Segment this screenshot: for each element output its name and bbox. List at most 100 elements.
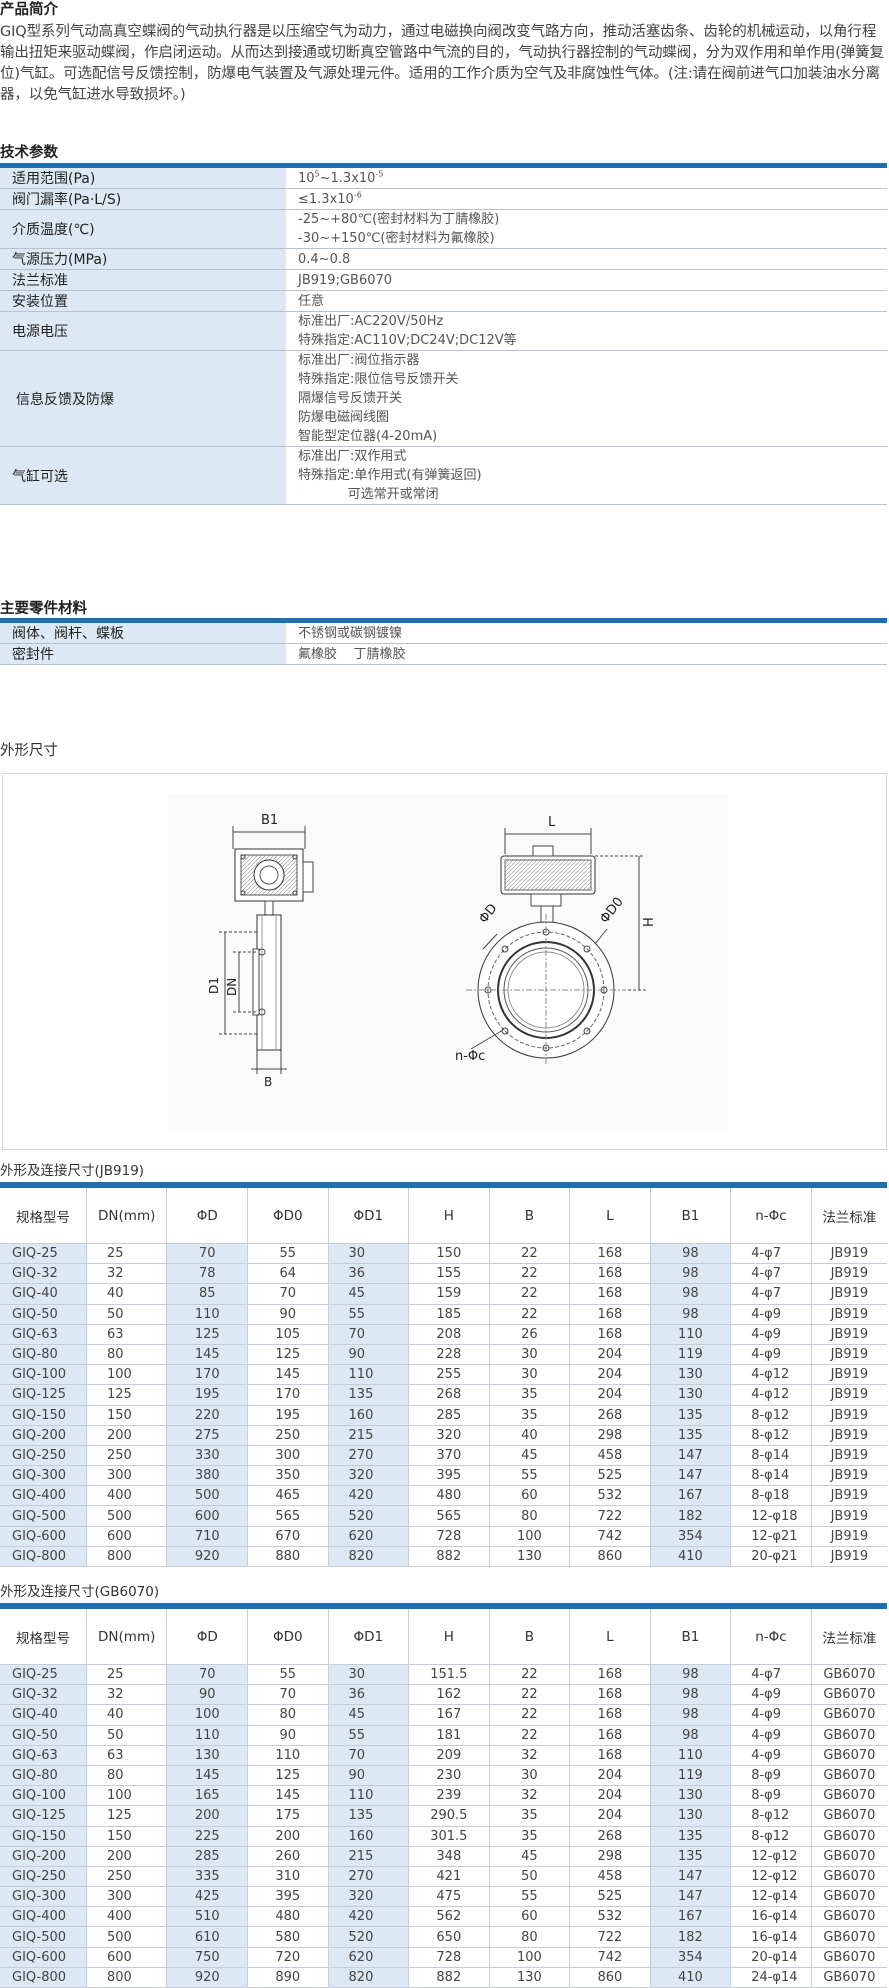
table-cell: 12-φ18 <box>730 1505 812 1527</box>
table-cell: 270 <box>328 1866 410 1888</box>
param-value-line: 特殊指定:限位信号反馈开关 <box>298 372 459 387</box>
param-value-line: -30~+150℃(密封材料为氟橡胶) <box>298 231 495 246</box>
tech-params-rule <box>0 163 887 168</box>
table-cell: 130 <box>489 1546 571 1568</box>
param-value-line: 不锈钢或碳钢镀镍 <box>298 625 403 641</box>
param-value-line: 防爆电磁阀线圈 <box>298 410 390 425</box>
table-cell: GIQ-32 <box>0 1263 87 1285</box>
label-d1: D1 <box>207 977 221 994</box>
table-cell: 8-φ9 <box>730 1765 812 1787</box>
table-cell: 182 <box>650 1926 732 1948</box>
table-cell: JB919 <box>811 1445 887 1467</box>
table-cell: GIQ-63 <box>0 1324 87 1345</box>
table-cell: 32 <box>489 1745 571 1766</box>
table-cell: 168 <box>569 1745 651 1766</box>
table-cell: 40 <box>86 1283 168 1305</box>
table-cell: 16-φ14 <box>730 1906 812 1928</box>
label-b: B <box>264 1075 272 1089</box>
table-cell: 525 <box>569 1465 651 1487</box>
table-cell: 25 <box>86 1243 168 1265</box>
gb6070-rule <box>0 1603 887 1609</box>
table-cell: 580 <box>247 1926 329 1948</box>
param-name: 气缸可选 <box>0 446 286 505</box>
materials-title: 主要零件材料 <box>0 601 87 617</box>
table-cell: 24-φ14 <box>730 1967 812 1988</box>
table-cell: 159 <box>408 1283 490 1305</box>
table-cell: 12-φ21 <box>730 1526 812 1547</box>
table-cell: 98 <box>650 1704 732 1726</box>
table-cell: GB6070 <box>811 1704 887 1726</box>
table-cell: 63 <box>86 1324 168 1345</box>
table-cell: 270 <box>328 1445 410 1467</box>
table-cell: 150 <box>86 1826 168 1847</box>
table-cell: 162 <box>408 1684 490 1706</box>
table-cell: 4-φ7 <box>730 1243 812 1265</box>
table-cell: 125 <box>166 1324 248 1345</box>
table-cell: 168 <box>569 1725 651 1746</box>
table-cell: 130 <box>489 1967 571 1988</box>
param-value-line: 氟橡胶 丁腈橡胶 <box>298 646 406 662</box>
table-cell: 565 <box>247 1505 329 1527</box>
table-cell: GB6070 <box>811 1947 887 1968</box>
label-dn: DN <box>225 978 239 996</box>
table-cell: 32 <box>489 1785 571 1807</box>
table-cell: 55 <box>328 1725 410 1746</box>
intro-text: GIQ型系列气动高真空蝶阀的气动执行器是以压缩空气为动力，通过电磁换向阀改变气路… <box>0 24 884 103</box>
table-cell: 239 <box>408 1785 490 1807</box>
table-cell: 147 <box>650 1886 732 1908</box>
column-header: n-Φc <box>730 1609 812 1665</box>
table-cell: 50 <box>86 1725 168 1746</box>
param-value-line: 0.4~0.8 <box>298 251 351 267</box>
table-cell: 204 <box>569 1344 651 1366</box>
param-value: 氟橡胶 丁腈橡胶 <box>286 643 887 665</box>
table-cell: 20-φ21 <box>730 1546 812 1568</box>
table-cell: 70 <box>247 1684 329 1706</box>
tech-row: 气源压力(MPa)0.4~0.8 <box>0 248 887 270</box>
table-cell: 285 <box>166 1846 248 1867</box>
table-cell: 410 <box>650 1967 732 1988</box>
table-cell: 90 <box>328 1344 410 1366</box>
param-value: 任意 <box>286 290 887 312</box>
table-cell: 8-φ12 <box>730 1405 812 1426</box>
table-cell: 30 <box>328 1243 410 1265</box>
table-cell: 500 <box>166 1485 248 1507</box>
table-cell: JB919 <box>811 1364 887 1386</box>
tech-row: 安装位置任意 <box>0 290 887 312</box>
table-cell: 70 <box>247 1283 329 1305</box>
table-cell: 22 <box>489 1283 571 1305</box>
table-cell: 8-φ18 <box>730 1485 812 1507</box>
table-cell: 330 <box>166 1445 248 1467</box>
table-cell: 151.5 <box>408 1664 490 1686</box>
table-cell: 45 <box>489 1846 571 1867</box>
table-cell: 110 <box>166 1304 248 1325</box>
table-cell: 425 <box>166 1886 248 1908</box>
table-cell: 500 <box>86 1926 168 1948</box>
table-cell: 500 <box>86 1505 168 1527</box>
table-cell: GIQ-400 <box>0 1485 87 1507</box>
param-name: 电源电压 <box>0 311 286 351</box>
table-cell: 130 <box>650 1384 732 1406</box>
table-cell: 145 <box>166 1765 248 1787</box>
table-cell: 45 <box>328 1283 410 1305</box>
table-cell: 32 <box>86 1684 168 1706</box>
table-cell: 610 <box>166 1926 248 1948</box>
table-cell: 882 <box>408 1546 490 1568</box>
table-cell: 300 <box>86 1886 168 1908</box>
table-cell: 85 <box>166 1283 248 1305</box>
table-cell: 150 <box>408 1243 490 1265</box>
tech-row: 介质温度(℃)-25~+80℃(密封材料为丁腈橡胶)-30~+150℃(密封材料… <box>0 209 887 249</box>
table-cell: 800 <box>86 1967 168 1988</box>
table-cell: 255 <box>408 1364 490 1386</box>
param-value-line: 标准出厂:AC220V/50Hz <box>298 314 444 329</box>
table-cell: 98 <box>650 1304 732 1325</box>
table-cell: 4-φ9 <box>730 1725 812 1746</box>
table-cell: 110 <box>166 1725 248 1746</box>
table-cell: 36 <box>328 1684 410 1706</box>
